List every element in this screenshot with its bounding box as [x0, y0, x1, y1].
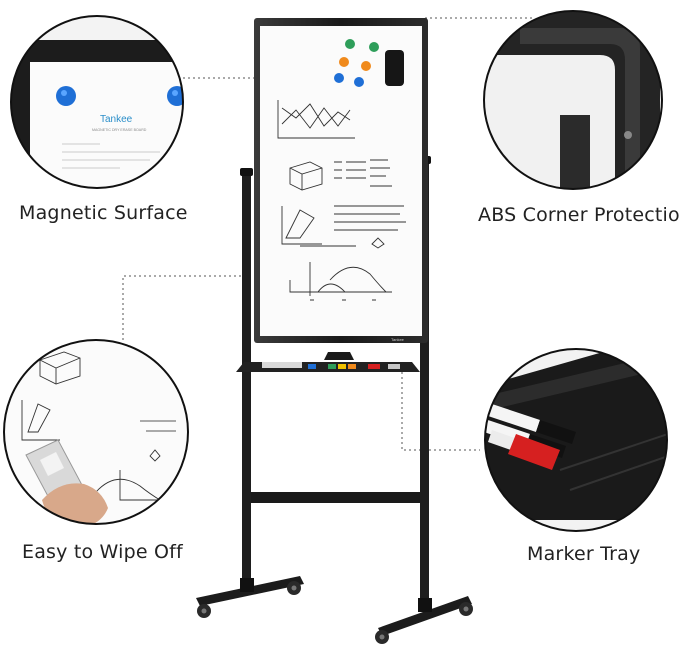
feature-label-abs-corner: ABS Corner Protection [478, 204, 679, 226]
feature-label-magnetic-surface: Magnetic Surface [19, 202, 188, 224]
board-subtitle: MAGNETIC DRY ERASE BOARD [92, 128, 147, 132]
board-sketches [277, 100, 406, 301]
zoom-abs-corner [483, 10, 663, 190]
main-marker-tray [236, 352, 420, 372]
zoom-easy-wipe [3, 339, 189, 525]
zoom-marker-tray [484, 348, 668, 532]
board-brand-logo: Tankee [100, 114, 133, 125]
whiteboard: Tankee [254, 18, 428, 343]
board-corner-brand: Tankee [391, 337, 405, 342]
eraser [385, 50, 404, 86]
magnet-icons [334, 39, 379, 87]
feature-label-marker-tray: Marker Tray [527, 543, 641, 565]
zoom-magnetic-surface: Tankee MAGNETIC DRY ERASE BOARD [10, 15, 184, 189]
feature-label-easy-wipe: Easy to Wipe Off [22, 541, 183, 563]
